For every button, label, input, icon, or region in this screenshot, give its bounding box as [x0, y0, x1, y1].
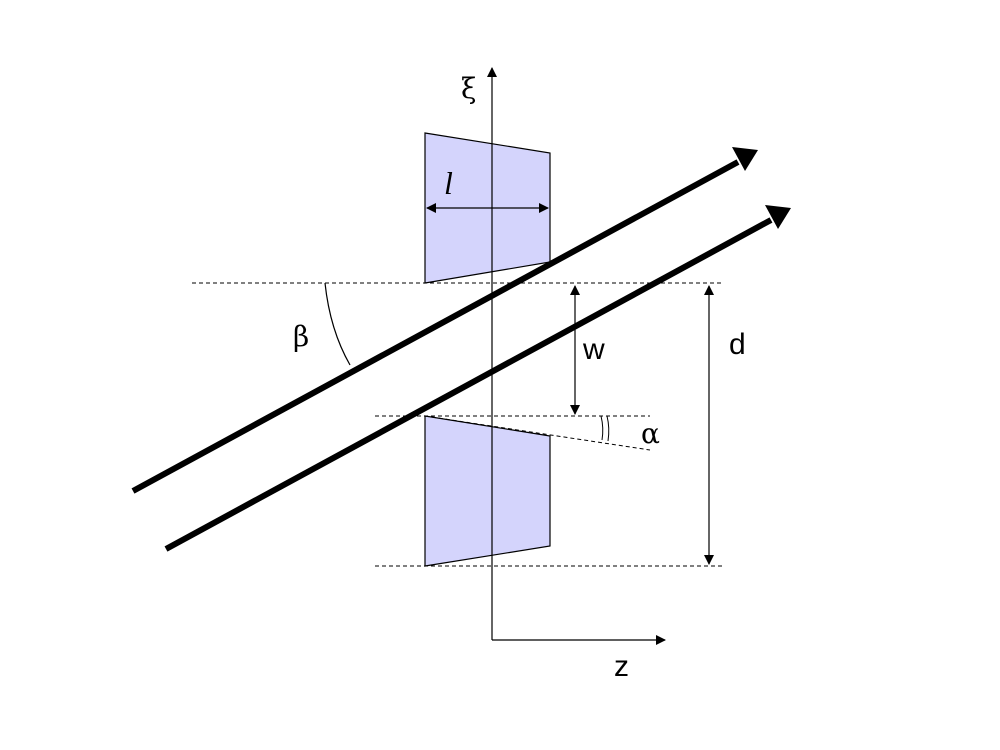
- beam-ray-upper: [131, 159, 740, 494]
- beam-ray-upper-arrowhead: [732, 147, 758, 171]
- dashed-line-tilted: [424, 415, 651, 451]
- distance-label: d: [729, 328, 746, 361]
- beam-ray-lower-arrowhead: [765, 205, 791, 229]
- alpha-label: α: [641, 417, 660, 450]
- beta-label: β: [293, 320, 309, 353]
- alpha-angle-arc-outer: [606, 415, 610, 442]
- lower-block: [424, 415, 551, 567]
- alpha-angle-arc-inner: [600, 415, 604, 441]
- length-label: l: [444, 165, 453, 201]
- width-label: w: [582, 333, 605, 366]
- beam-ray-lower: [164, 217, 773, 552]
- xi-axis-label: ξ: [461, 72, 476, 105]
- beta-angle-arc: [324, 282, 351, 366]
- z-axis-label: z: [614, 650, 629, 683]
